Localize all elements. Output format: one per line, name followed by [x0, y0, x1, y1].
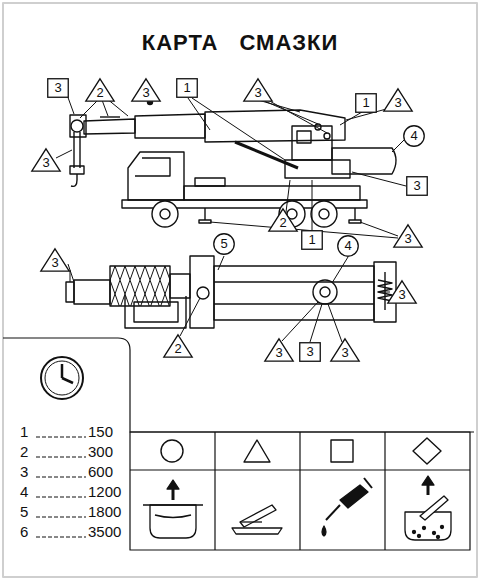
- callout-number: 4: [337, 235, 359, 253]
- triangle-callout: 3: [40, 248, 70, 272]
- interval-number: 3: [20, 464, 28, 480]
- callout-number: 3: [299, 342, 321, 359]
- square-callout: 1: [355, 93, 377, 113]
- frame: [3, 3, 477, 577]
- callout-number: 3: [264, 338, 294, 360]
- leader-line: [56, 92, 406, 342]
- triangle-callout: 2: [85, 78, 115, 102]
- triangle-callout: 3: [387, 280, 417, 304]
- circle-callout: 4: [337, 235, 359, 257]
- callout-number: 3: [383, 88, 413, 110]
- clock-icon: [41, 357, 83, 399]
- square-callout: 1: [176, 78, 198, 98]
- triangle-callout: 2: [268, 208, 298, 232]
- legend-frame: [3, 338, 474, 550]
- callout-number: 3: [31, 148, 61, 170]
- callout-number: 4: [403, 125, 425, 143]
- callout-number: 1: [301, 230, 323, 247]
- triangle-callout: 3: [31, 148, 61, 172]
- method-icon: [143, 476, 451, 540]
- triangle-callout: 3: [393, 224, 423, 248]
- circle-callout: 5: [213, 233, 235, 255]
- interval-hours: 1200: [88, 484, 121, 500]
- circle-callout: 4: [403, 125, 425, 147]
- callout-number: 2: [85, 78, 115, 100]
- interval-number: 1: [20, 424, 28, 440]
- triangle-callout: 3: [383, 88, 413, 112]
- callout-number: 3: [243, 78, 273, 100]
- interval-number: 6: [20, 524, 28, 540]
- callout-number: 3: [393, 224, 423, 246]
- interval-hours: 300: [88, 444, 113, 460]
- interval-number: 5: [20, 504, 28, 520]
- callout-number: 3: [330, 338, 360, 360]
- triangle-callout: 3: [243, 78, 273, 102]
- legend-symbol: [161, 438, 441, 464]
- interval-hours: 1800: [88, 504, 121, 520]
- interval-hours: 600: [88, 464, 113, 480]
- interval-number: 2: [20, 444, 28, 460]
- callout-number: 3: [47, 78, 69, 95]
- callout-number: 3: [40, 248, 70, 270]
- square-callout: 1: [301, 230, 323, 250]
- callout-number: 3: [131, 78, 161, 100]
- triangle-callout: 3: [131, 78, 161, 102]
- triangle-callout: 3: [264, 338, 294, 362]
- interval-number: 4: [20, 484, 28, 500]
- interval-hours: 3500: [88, 524, 121, 540]
- square-callout: 3: [406, 176, 428, 196]
- square-callout: 3: [299, 342, 321, 362]
- chart-title: КАРТА СМАЗКИ: [0, 30, 480, 56]
- callout-number: 3: [387, 280, 417, 302]
- callout-number: 3: [406, 176, 428, 193]
- side-view: [70, 100, 396, 228]
- callout-number: 1: [355, 93, 377, 110]
- callout-number: 2: [163, 334, 193, 356]
- triangle-callout: 2: [163, 334, 193, 358]
- dash-line: [36, 437, 86, 537]
- interval-hours: 150: [88, 424, 113, 440]
- callout-number: 2: [268, 208, 298, 230]
- square-callout: 3: [47, 78, 69, 98]
- callout-number: 1: [176, 78, 198, 95]
- callout-number: 5: [213, 233, 235, 251]
- triangle-callout: 3: [330, 338, 360, 362]
- plan-view: [66, 256, 396, 328]
